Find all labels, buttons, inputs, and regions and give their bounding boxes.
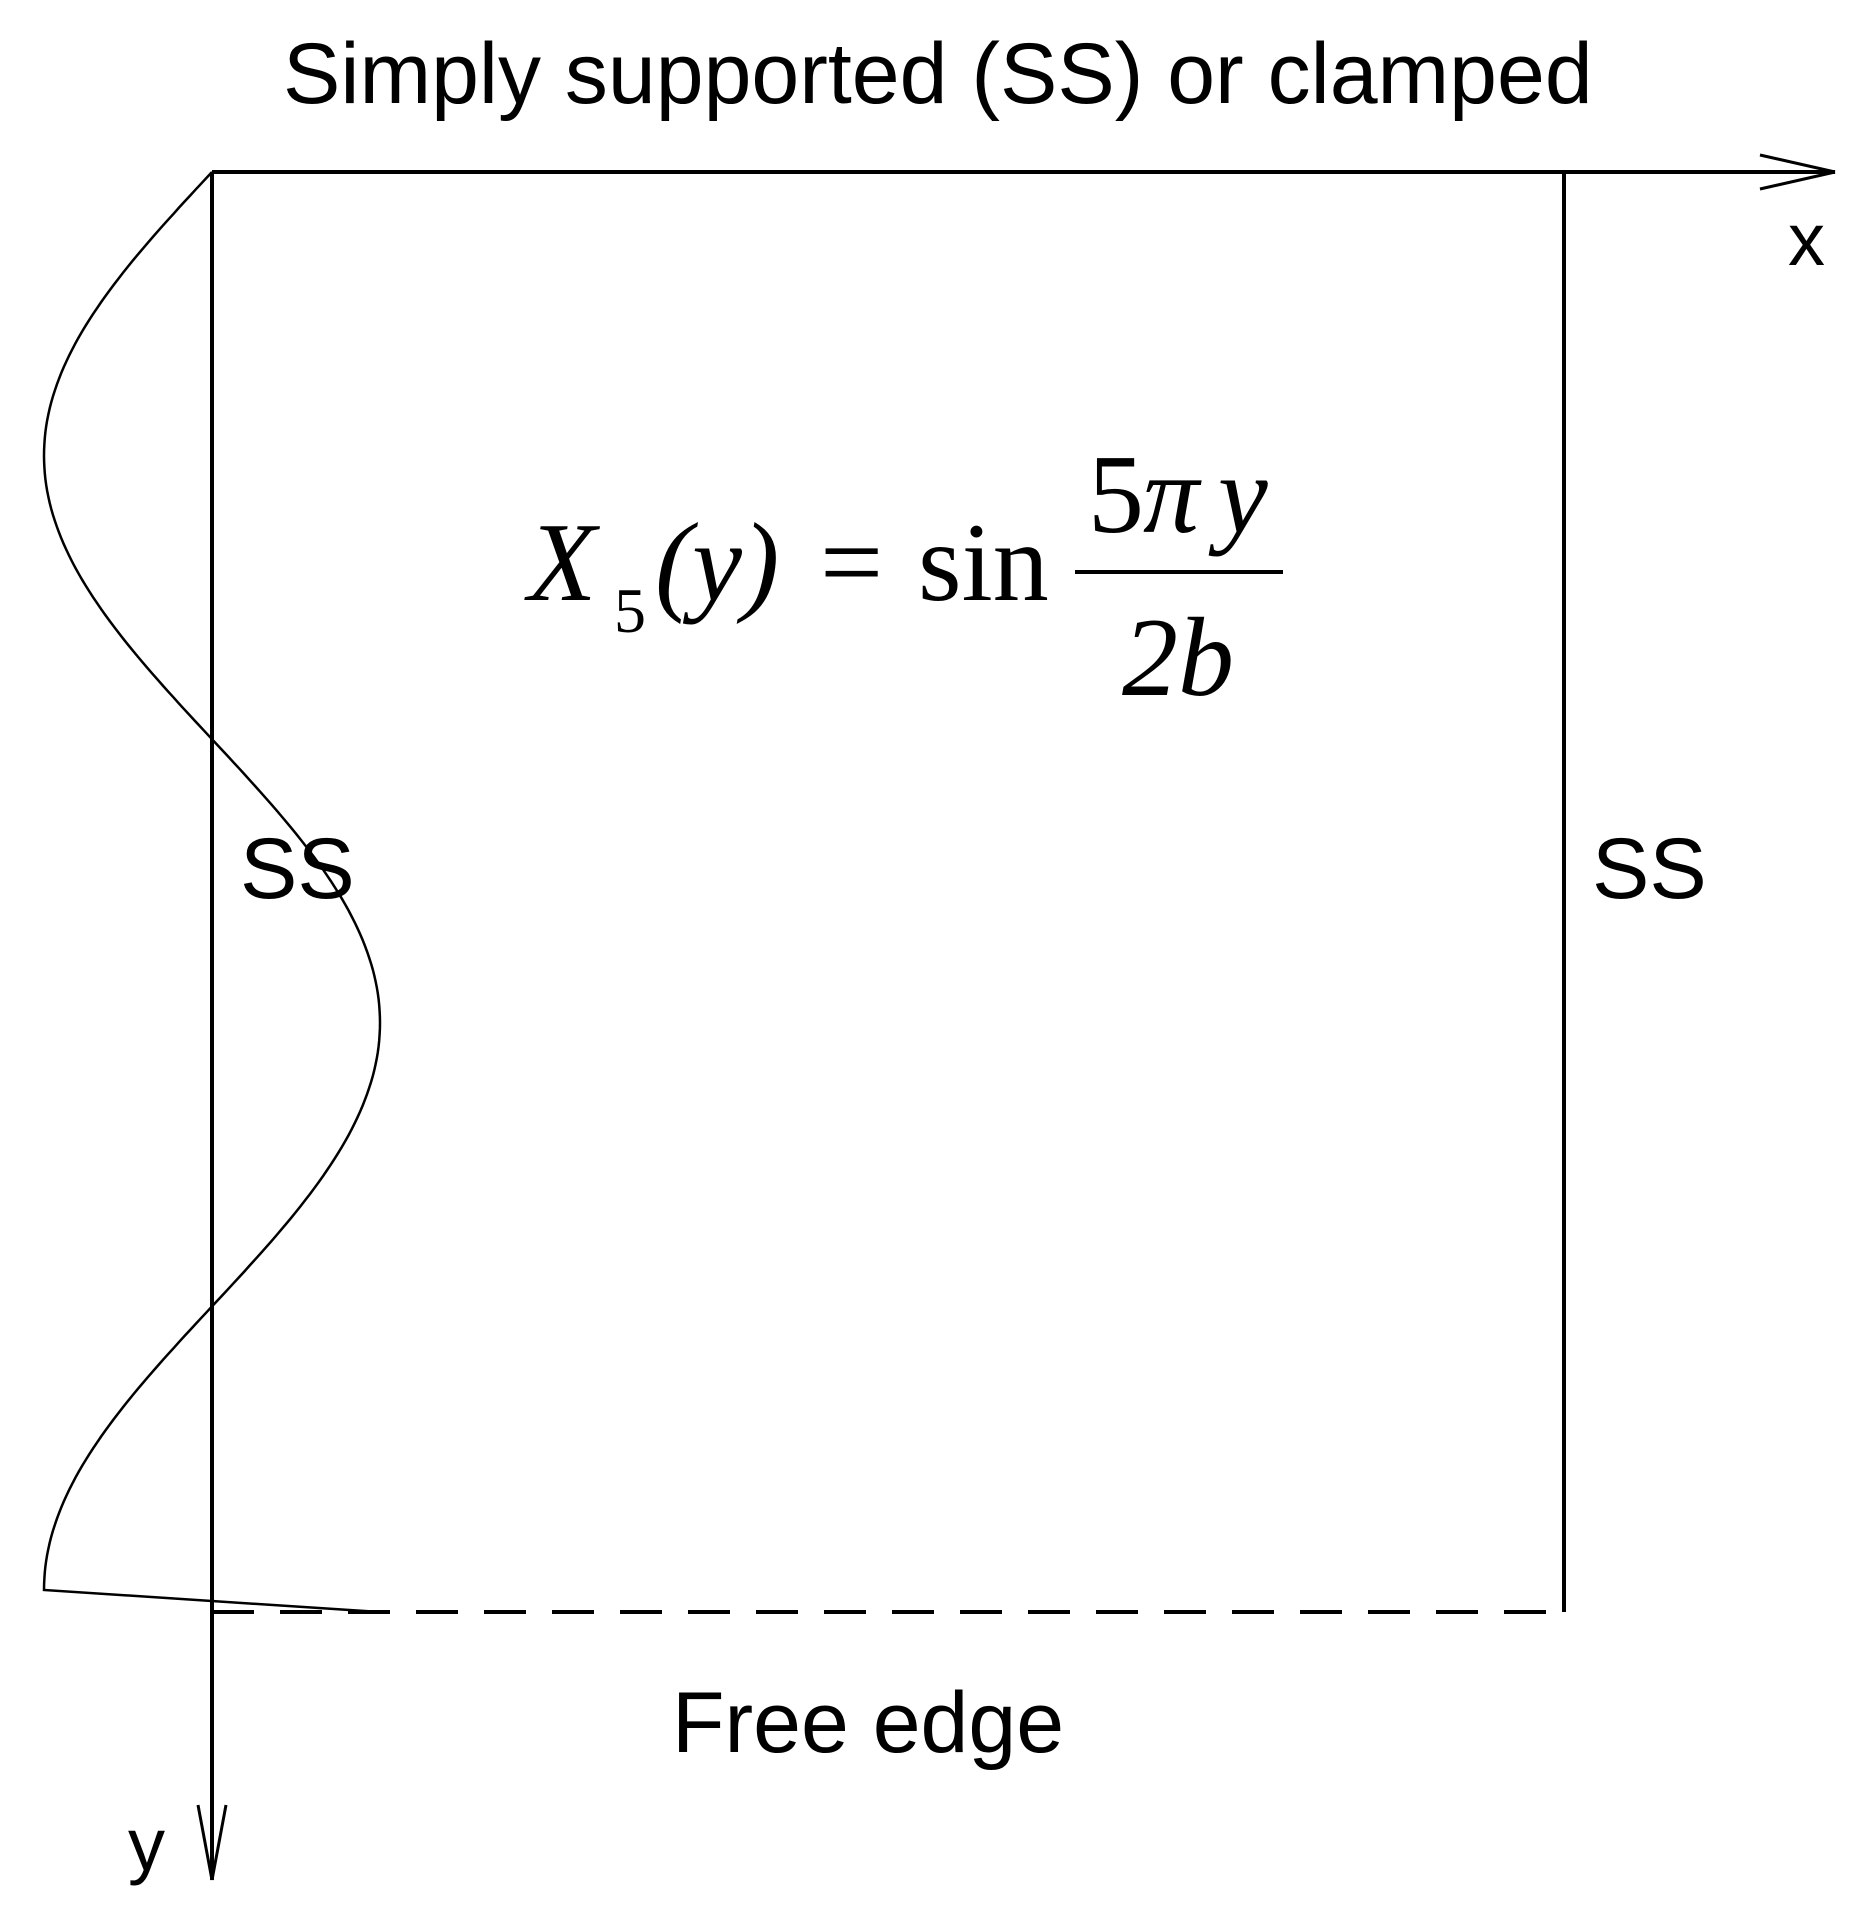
x-axis-label: x (1788, 198, 1825, 281)
mode-shape-equation: X 5 (y) = sin 5 π y 2b (524, 433, 1283, 720)
eq-lhs-symbol: X (524, 501, 601, 625)
eq-denominator: 2b (1122, 596, 1234, 720)
eq-lhs-subscript: 5 (614, 575, 646, 646)
y-axis-label: y (128, 1803, 165, 1886)
eq-function: sin (918, 501, 1049, 625)
y-axis-arrowhead (196, 1804, 228, 1881)
left-edge-label: SS (240, 821, 355, 917)
eq-lhs-argument: (y) (655, 501, 779, 625)
eq-numerator-var: y (1208, 433, 1268, 557)
eq-numerator-pi: π (1143, 433, 1202, 557)
eq-numerator-coef: 5 (1088, 433, 1144, 557)
right-edge-label: SS (1592, 821, 1707, 917)
mode-shape-curve (42, 171, 382, 1614)
eq-equals: = (820, 501, 883, 625)
top-edge-label: Simply supported (SS) or clamped (283, 26, 1593, 122)
x-axis-arrowhead (1759, 153, 1836, 191)
bottom-edge-label: Free edge (672, 1675, 1064, 1771)
